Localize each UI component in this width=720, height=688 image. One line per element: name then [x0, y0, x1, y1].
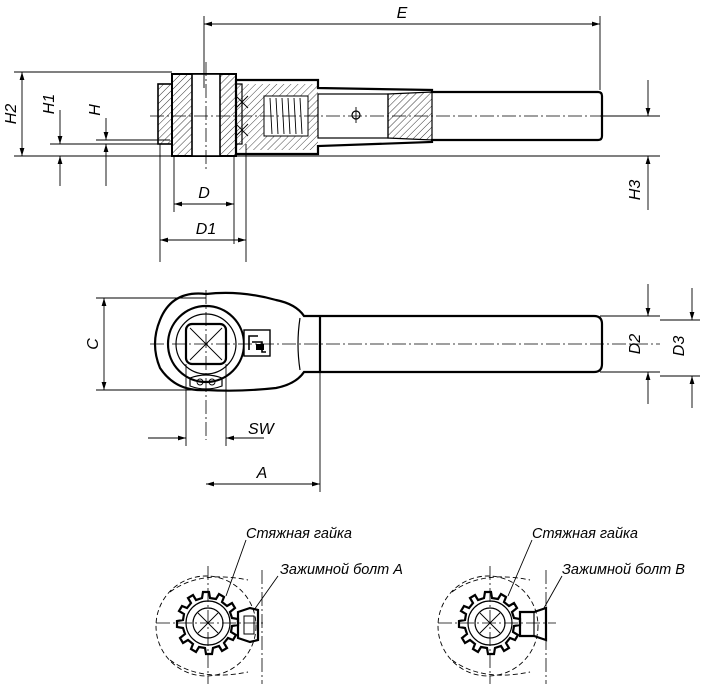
plan-view — [150, 290, 660, 440]
kipp-logo-icon — [243, 329, 271, 357]
side-view-dimensions: E H2 H1 H H3 D D1 — [3, 5, 660, 262]
detail-view-b: Стяжная гайка Зажимной болт B — [437, 526, 685, 684]
dim-A: A — [256, 465, 268, 482]
dim-H: H — [87, 104, 104, 116]
handle-body — [234, 78, 604, 156]
clamping-bolt-a — [236, 606, 260, 644]
dim-SW: SW — [248, 421, 276, 438]
dim-H3: H3 — [627, 180, 644, 201]
dim-H1: H1 — [41, 94, 58, 114]
dim-H2: H2 — [3, 104, 20, 125]
detail-b-nut-label: Стяжная гайка — [532, 526, 638, 542]
detail-a-bolt-label: Зажимной болт A — [280, 562, 403, 578]
dim-D2: D2 — [627, 334, 644, 355]
dim-D1: D1 — [196, 221, 216, 238]
detail-view-a: Стяжная гайка Зажимной болт A — [155, 526, 403, 684]
clamping-nut-b — [457, 590, 522, 656]
dim-C: C — [85, 338, 102, 350]
dim-D3: D3 — [671, 336, 688, 357]
clamping-nut-a — [175, 590, 240, 656]
clamping-bolt-b — [518, 606, 548, 642]
detail-b-bolt-label: Зажимной болт B — [562, 562, 685, 578]
plan-head — [153, 291, 320, 392]
dim-D: D — [198, 185, 210, 202]
dim-E: E — [397, 5, 408, 22]
detail-a-nut-label: Стяжная гайка — [246, 526, 352, 542]
plan-view-dimensions: C D2 D3 SW A — [85, 284, 700, 492]
side-view — [150, 62, 660, 170]
